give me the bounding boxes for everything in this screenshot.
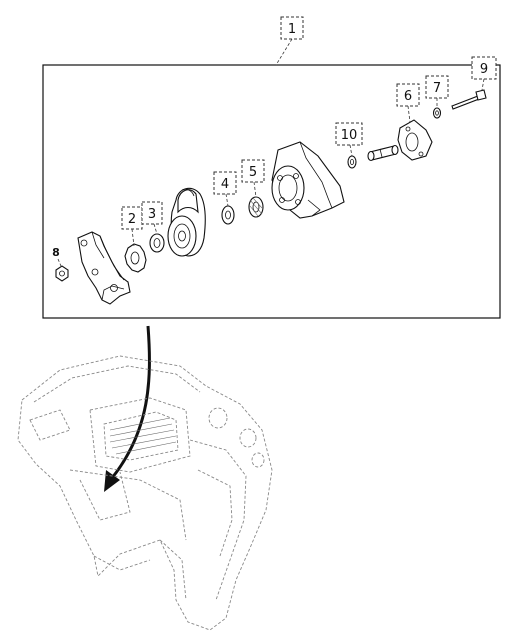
- part-2-washer: [124, 243, 147, 273]
- callout-7[interactable]: 7: [425, 75, 449, 108]
- callout-6[interactable]: 6: [396, 83, 420, 123]
- callout-4-label: 4: [221, 177, 229, 192]
- tensioner-housing: [271, 141, 345, 219]
- part-7-nut: [432, 107, 442, 119]
- part-4-washer: [221, 205, 235, 225]
- callout-group: 2 3 4 5 10 6: [52, 56, 497, 267]
- part-8-nut: [55, 265, 69, 282]
- callout-5[interactable]: 5: [241, 159, 265, 198]
- part-9-bolt: [451, 89, 487, 110]
- part-10-washer: [347, 155, 357, 169]
- callout-10-label: 10: [341, 128, 358, 143]
- location-arrow: [104, 325, 151, 492]
- part-6-flange: [397, 119, 433, 161]
- callout-10[interactable]: 10: [335, 122, 363, 157]
- callout-2-label: 2: [128, 212, 136, 227]
- callout-8[interactable]: 8: [52, 246, 62, 267]
- pivot-shaft: [367, 144, 399, 162]
- machine-housing-outline: [17, 355, 273, 631]
- callout-6-label: 6: [404, 89, 412, 104]
- callout-9[interactable]: 9: [471, 56, 497, 91]
- assembly-frame: [42, 64, 501, 319]
- callout-1-label: 1: [288, 22, 296, 37]
- callout-5-label: 5: [249, 165, 257, 180]
- callout-7-label: 7: [433, 81, 441, 96]
- callout-3[interactable]: 3: [141, 201, 163, 235]
- callout-8-label: 8: [52, 246, 60, 259]
- part-5-bearing: [248, 196, 264, 218]
- callout-3-label: 3: [148, 207, 156, 222]
- callout-4[interactable]: 4: [213, 171, 237, 207]
- callout-2[interactable]: 2: [121, 206, 143, 247]
- tensioner-pulley: [167, 187, 206, 257]
- mounting-bracket: [77, 231, 131, 305]
- part-3-washer: [149, 233, 165, 253]
- callout-9-label: 9: [480, 62, 488, 77]
- callout-1[interactable]: 1: [275, 16, 304, 66]
